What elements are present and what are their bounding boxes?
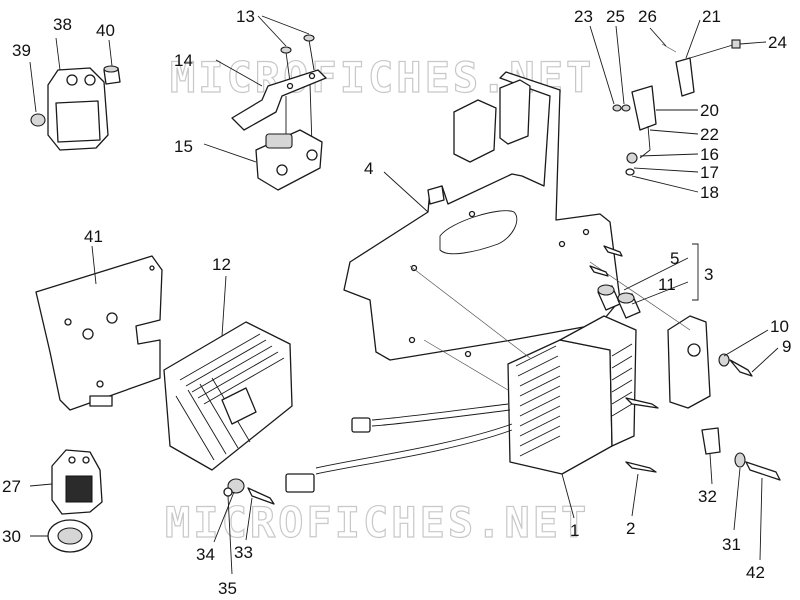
part-1-regulator — [507, 315, 637, 475]
callout-3: 3 — [704, 265, 713, 284]
part-40-spacer — [103, 65, 121, 85]
callout-23: 23 — [574, 7, 593, 26]
part-32-clip — [701, 427, 721, 455]
callout-5: 5 — [670, 249, 679, 268]
part-41-plate — [35, 255, 163, 411]
part-42-bolt — [745, 461, 781, 481]
callout-40: 40 — [96, 21, 115, 40]
connector-large — [285, 473, 315, 493]
callout-15: 15 — [174, 137, 193, 156]
callout-30: 30 — [2, 527, 21, 546]
part-12-heatsink — [163, 321, 293, 471]
callout-35: 35 — [218, 579, 237, 598]
callout-25: 25 — [606, 7, 625, 26]
callout-41: 41 — [84, 227, 103, 246]
callout-14: 14 — [174, 51, 193, 70]
part-21-clip — [675, 57, 695, 97]
part-9-bolt — [729, 359, 753, 377]
watermark-top: MICROFICHES.NET — [170, 53, 594, 102]
part-2-bolts — [625, 397, 659, 473]
part-31-washer — [734, 452, 746, 468]
part-23-25-washers — [612, 104, 631, 112]
part-33-bolt — [247, 487, 275, 505]
leader-lines — [29, 15, 779, 575]
callout-42: 42 — [746, 563, 765, 582]
callout-26: 26 — [638, 7, 657, 26]
part-10-washer — [718, 353, 730, 367]
callout-24: 24 — [768, 33, 787, 52]
part-22-wire — [639, 125, 651, 159]
callout-18: 18 — [700, 183, 719, 202]
part-13-screws — [280, 34, 315, 83]
part-39-nut — [30, 113, 46, 127]
part-11-spacer — [617, 292, 641, 319]
part-27-cover — [51, 449, 103, 515]
regulator-cables — [285, 403, 513, 493]
callout-1: 1 — [570, 521, 579, 540]
part-16-17-18-connector — [625, 152, 638, 176]
part-30-grommet — [47, 519, 93, 553]
callout-10: 10 — [770, 317, 789, 336]
callout-11: 11 — [658, 275, 676, 294]
callout-4: 4 — [364, 159, 373, 178]
plate-tab — [89, 395, 113, 407]
part-20-bracket — [631, 85, 657, 131]
callout-17: 17 — [700, 163, 719, 182]
callout-16: 16 — [700, 145, 719, 164]
part-35-nut — [223, 487, 233, 497]
callout-21: 21 — [702, 7, 721, 26]
callout-2: 2 — [626, 519, 635, 538]
callout-33: 33 — [234, 543, 253, 562]
callout-34: 34 — [196, 545, 215, 564]
callout-labels: 38 39 40 13 14 15 4 23 25 26 21 24 20 22… — [2, 7, 791, 598]
part-34-washer — [227, 478, 245, 494]
callout-22: 22 — [700, 125, 719, 144]
callout-31: 31 — [722, 535, 741, 554]
part-14-bracket — [231, 69, 327, 150]
part-15-sensor — [255, 129, 323, 191]
watermark-bottom: MICROFICHES.NET — [165, 498, 589, 547]
callout-27: 27 — [2, 477, 21, 496]
part-26-screw — [661, 43, 677, 53]
callout-12: 12 — [212, 255, 231, 274]
callout-20: 20 — [700, 101, 719, 120]
part-24-bolt — [689, 39, 741, 59]
bracket-bolts — [589, 245, 623, 277]
callout-38: 38 — [53, 15, 72, 34]
dashed-guides — [409, 265, 531, 391]
callout-32: 32 — [698, 487, 717, 506]
callout-9: 9 — [782, 337, 791, 356]
callout-13: 13 — [236, 7, 255, 26]
callout-39: 39 — [12, 41, 31, 60]
connector-small — [351, 417, 371, 433]
part-4-main-bracket — [343, 71, 621, 361]
part-38-cover — [47, 67, 109, 151]
part-10-mount-block — [667, 315, 711, 409]
